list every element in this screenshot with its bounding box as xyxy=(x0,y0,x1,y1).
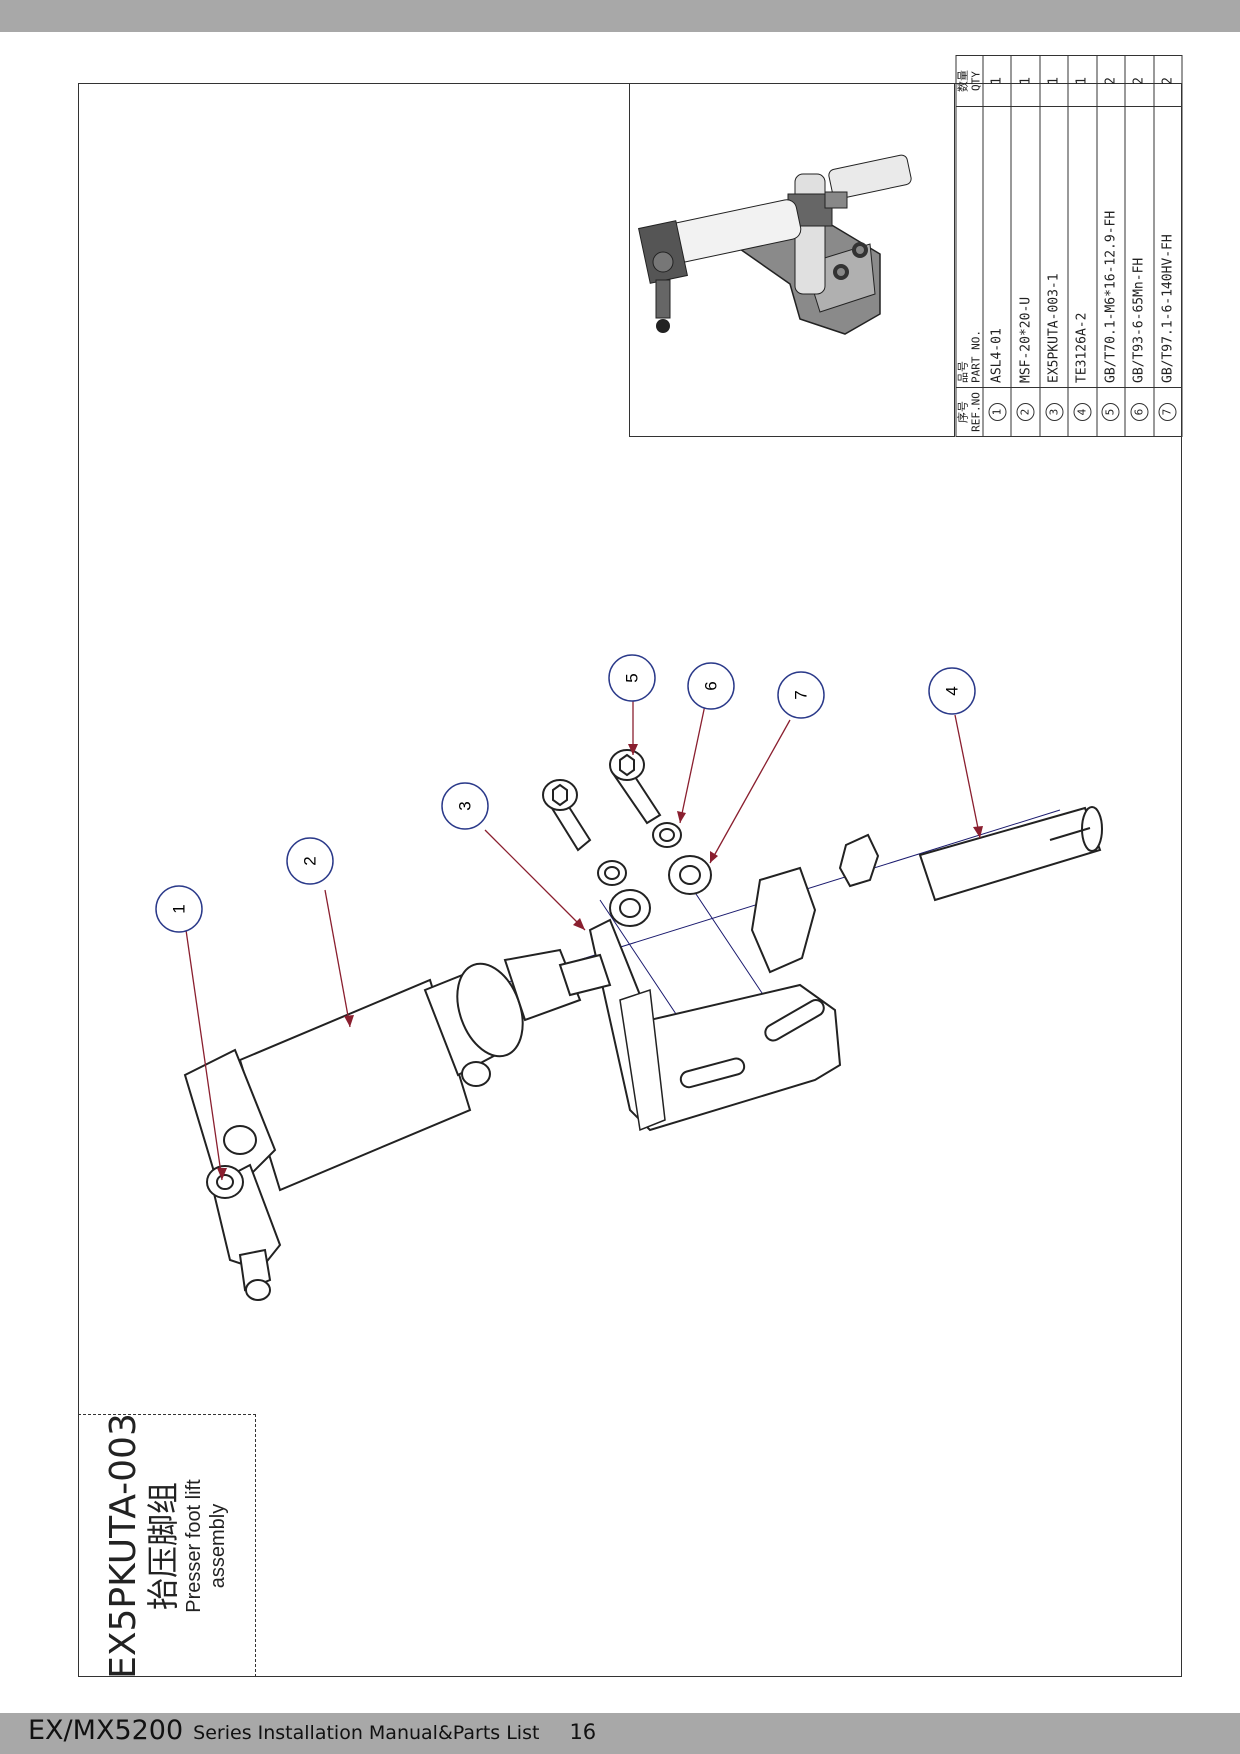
assembly-preview-image xyxy=(629,83,955,437)
exploded-view-drawing: 1 2 3 4 5 6 7 xyxy=(155,654,1103,1301)
leader-lines xyxy=(185,700,981,1181)
callout-label: 3 xyxy=(456,801,475,810)
leader-arrowheads xyxy=(217,744,983,1180)
callout-bubbles: 1 2 3 4 5 6 7 xyxy=(155,654,976,933)
callout-label: 1 xyxy=(170,904,189,913)
part-hex-nut xyxy=(750,866,817,974)
callout-circle xyxy=(155,885,203,933)
callout-circle xyxy=(777,671,825,719)
part-fitting xyxy=(206,1163,282,1301)
part-small-nut xyxy=(838,833,880,888)
assembly-name-en-line2: assembly xyxy=(207,1503,229,1588)
port-hole xyxy=(223,1125,257,1155)
callout-circle xyxy=(687,662,735,710)
assembly-code: EX5PKUTA-003 xyxy=(103,1412,144,1679)
assembly-name-en-line1: Presser foot lift xyxy=(183,1478,205,1613)
callout-label: 5 xyxy=(623,673,642,682)
page-number: 16 xyxy=(569,1720,597,1744)
footer-description: Series Installation Manual&Parts List xyxy=(193,1722,540,1744)
callout-label: 2 xyxy=(301,856,320,865)
header-band xyxy=(0,0,1240,32)
callout-circle xyxy=(608,654,656,702)
callout-label: 4 xyxy=(943,686,962,695)
callout-label: 7 xyxy=(792,690,811,699)
page-footer: EX/MX5200 Series Installation Manual&Par… xyxy=(28,1715,596,1751)
callout-circle xyxy=(286,837,334,885)
callout-circle xyxy=(441,782,489,830)
callout-circle xyxy=(928,667,976,715)
footer-band xyxy=(0,1713,1240,1754)
preview-drawing xyxy=(638,154,912,335)
part-cylinder xyxy=(238,948,612,1192)
part-rod-end xyxy=(918,806,1103,902)
callout-label: 6 xyxy=(702,681,721,690)
footer-model: EX/MX5200 xyxy=(28,1715,184,1746)
part-bracket xyxy=(588,918,842,1132)
assembly-name-cn: 抬压脚组 xyxy=(144,1481,182,1610)
title-block: EX5PKUTA-003 抬压脚组 Presser foot lift asse… xyxy=(78,1412,256,1679)
part-washers xyxy=(597,822,712,927)
part-screws xyxy=(542,749,662,852)
